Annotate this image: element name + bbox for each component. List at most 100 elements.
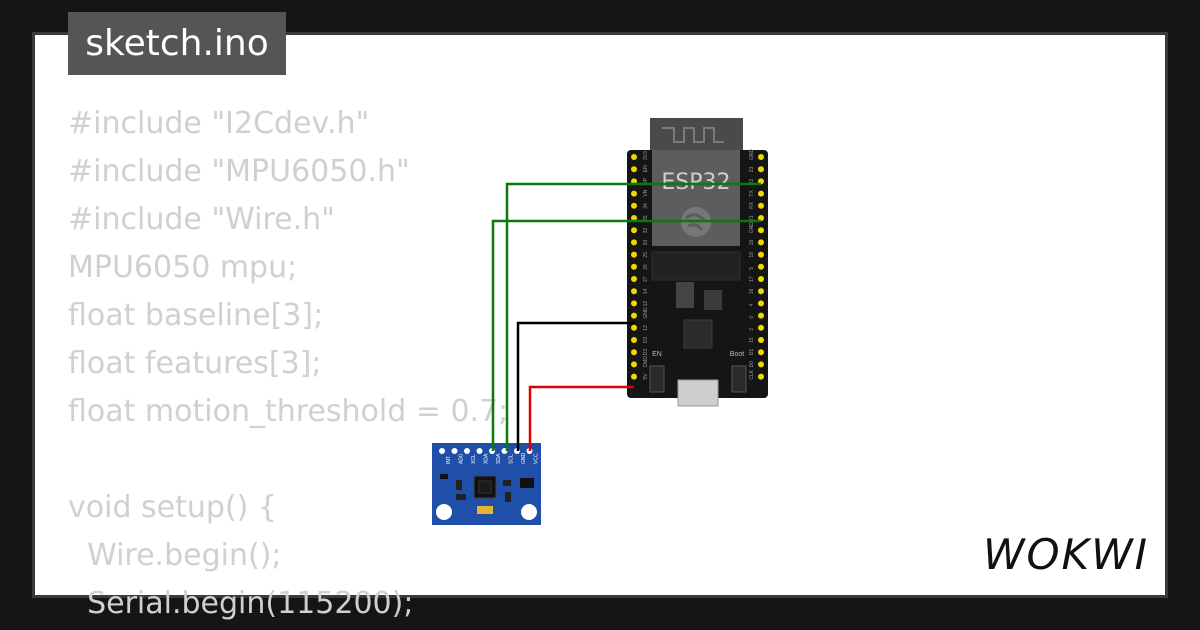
esp32-pin[interactable] [758,337,764,343]
esp32-pin-label: 32 [643,227,649,233]
esp32-pin[interactable] [631,276,637,282]
boot-button-label: Boot [730,351,744,358]
esp32-pin[interactable] [631,300,637,307]
esp32-pin[interactable] [631,373,637,380]
esp32-pin[interactable] [631,227,637,234]
mpu6050-crystal [477,506,493,514]
esp32-pin-label: 21 [749,215,755,221]
esp32-pin[interactable] [758,288,764,295]
esp32-pin[interactable] [631,215,637,221]
mpu6050-pin[interactable] [451,448,458,454]
esp32-pin-label: CMD [643,356,649,368]
esp32-pin[interactable] [631,349,637,356]
antenna-trace-icon [662,127,724,143]
esp32-pin-label: 34 [643,203,649,209]
esp32-label: ESP32 [661,170,730,195]
usb-uart-chip [683,319,713,349]
sketch-file-tab[interactable]: sketch.ino [68,12,286,75]
regulator-chip [704,290,722,310]
esp32-pin[interactable] [758,154,764,160]
esp32-pin-label: 0 [749,316,755,319]
code-line: Serial.begin(115200); [68,586,414,621]
esp32-left-pin-header: 3V3ENVPVN343532332526271412GND13D2D3CMD5… [631,151,649,380]
wokwi-logo-text: WOKWI [983,530,1149,579]
esp32-pin[interactable] [758,215,764,221]
esp32-pin-label: RX [749,201,755,209]
esp32-pin[interactable] [631,202,637,209]
esp32-pin[interactable] [631,251,637,258]
esp32-pin-label: 14 [643,288,649,294]
code-line: float baseline[3]; [68,298,324,333]
esp32-pin[interactable] [758,251,764,258]
esp32-pin-label: 3V3 [643,151,649,160]
esp32-pin-label: 5V [643,373,649,380]
code-line: #include "I2Cdev.h" [68,106,370,141]
esp32-pin[interactable] [758,202,764,209]
esp32-pin[interactable] [758,349,764,356]
esp32-pin-label: D1 [749,349,755,356]
esp32-pin-label: TX [749,190,755,197]
micro-usb-port [677,379,719,407]
mpu6050-pin[interactable] [476,448,483,454]
esp32-pin[interactable] [758,324,764,331]
mpu6050-pin[interactable] [439,448,445,454]
wires [491,182,761,451]
mpu6050-pin-label: GND [521,453,527,465]
esp32-pin[interactable] [631,263,637,270]
esp32-pin-label: EN [643,165,649,172]
boot-button[interactable] [731,365,747,393]
wire-gnd[interactable] [516,321,634,451]
esp32-pin[interactable] [758,300,764,307]
mpu6050-pin-label: SCL [509,454,515,464]
esp32-pin-label: 33 [643,240,649,246]
esp32-pin-label: 18 [749,252,755,258]
esp32-pin[interactable] [758,373,764,380]
esp32-pin[interactable] [758,276,764,282]
esp32-pin-label: 27 [643,276,649,282]
esp32-board[interactable]: ESP32 EN Boot 3V3ENVPVN34353233252627141… [627,118,768,407]
esp32-pin-label: 19 [749,240,755,246]
esp32-pin[interactable] [631,190,637,197]
esp32-pin[interactable] [758,227,764,234]
code-line: void setup() { [68,490,277,525]
mounting-hole-left-icon [436,504,452,520]
code-line: #include "MPU6050.h" [68,154,410,189]
esp32-pin[interactable] [631,154,637,160]
wire-sda[interactable] [491,219,761,451]
esp32-pin[interactable] [758,166,764,173]
esp32-pin-label: D3 [643,349,649,356]
code-line: float motion_threshold = 0.7; [68,394,509,429]
code-line: MPU6050 mpu; [68,250,298,285]
code-line: float features[3]; [68,346,322,381]
mpu6050-pin[interactable] [464,448,470,454]
wire-scl[interactable] [505,182,761,451]
esp32-pin[interactable] [758,312,764,319]
esp32-pin[interactable] [758,239,764,246]
esp32-pin-label: 15 [749,337,755,343]
wire-vcc[interactable] [528,385,634,451]
en-button[interactable] [649,365,665,393]
mpu6050-pin-label: AD0 [459,454,465,464]
esp32-pin-label: D2 [643,336,649,343]
esp32-pin[interactable] [631,361,637,368]
esp32-pin-label: 12 [643,301,649,307]
esp32-pin[interactable] [631,337,637,343]
esp32-pin[interactable] [758,190,764,197]
esp32-pin-label: 5 [749,267,755,270]
esp32-pin[interactable] [631,166,637,173]
esp32-pin[interactable] [631,312,637,319]
esp32-pin[interactable] [758,263,764,270]
mpu6050-pin-label: INT [446,456,452,464]
esp32-pin-label: 35 [643,215,649,221]
esp32-pin[interactable] [631,324,637,331]
esp32-pin-label: 4 [749,303,755,306]
esp32-pin-label: 22 [749,179,755,185]
esp32-pin[interactable] [631,239,637,246]
mpu6050-pin-label: XDA [484,453,490,464]
esp32-pin[interactable] [631,288,637,295]
esp32-pin-label: 26 [643,264,649,270]
esp32-pin[interactable] [758,361,764,368]
esp32-pin-label: GND [749,222,755,234]
